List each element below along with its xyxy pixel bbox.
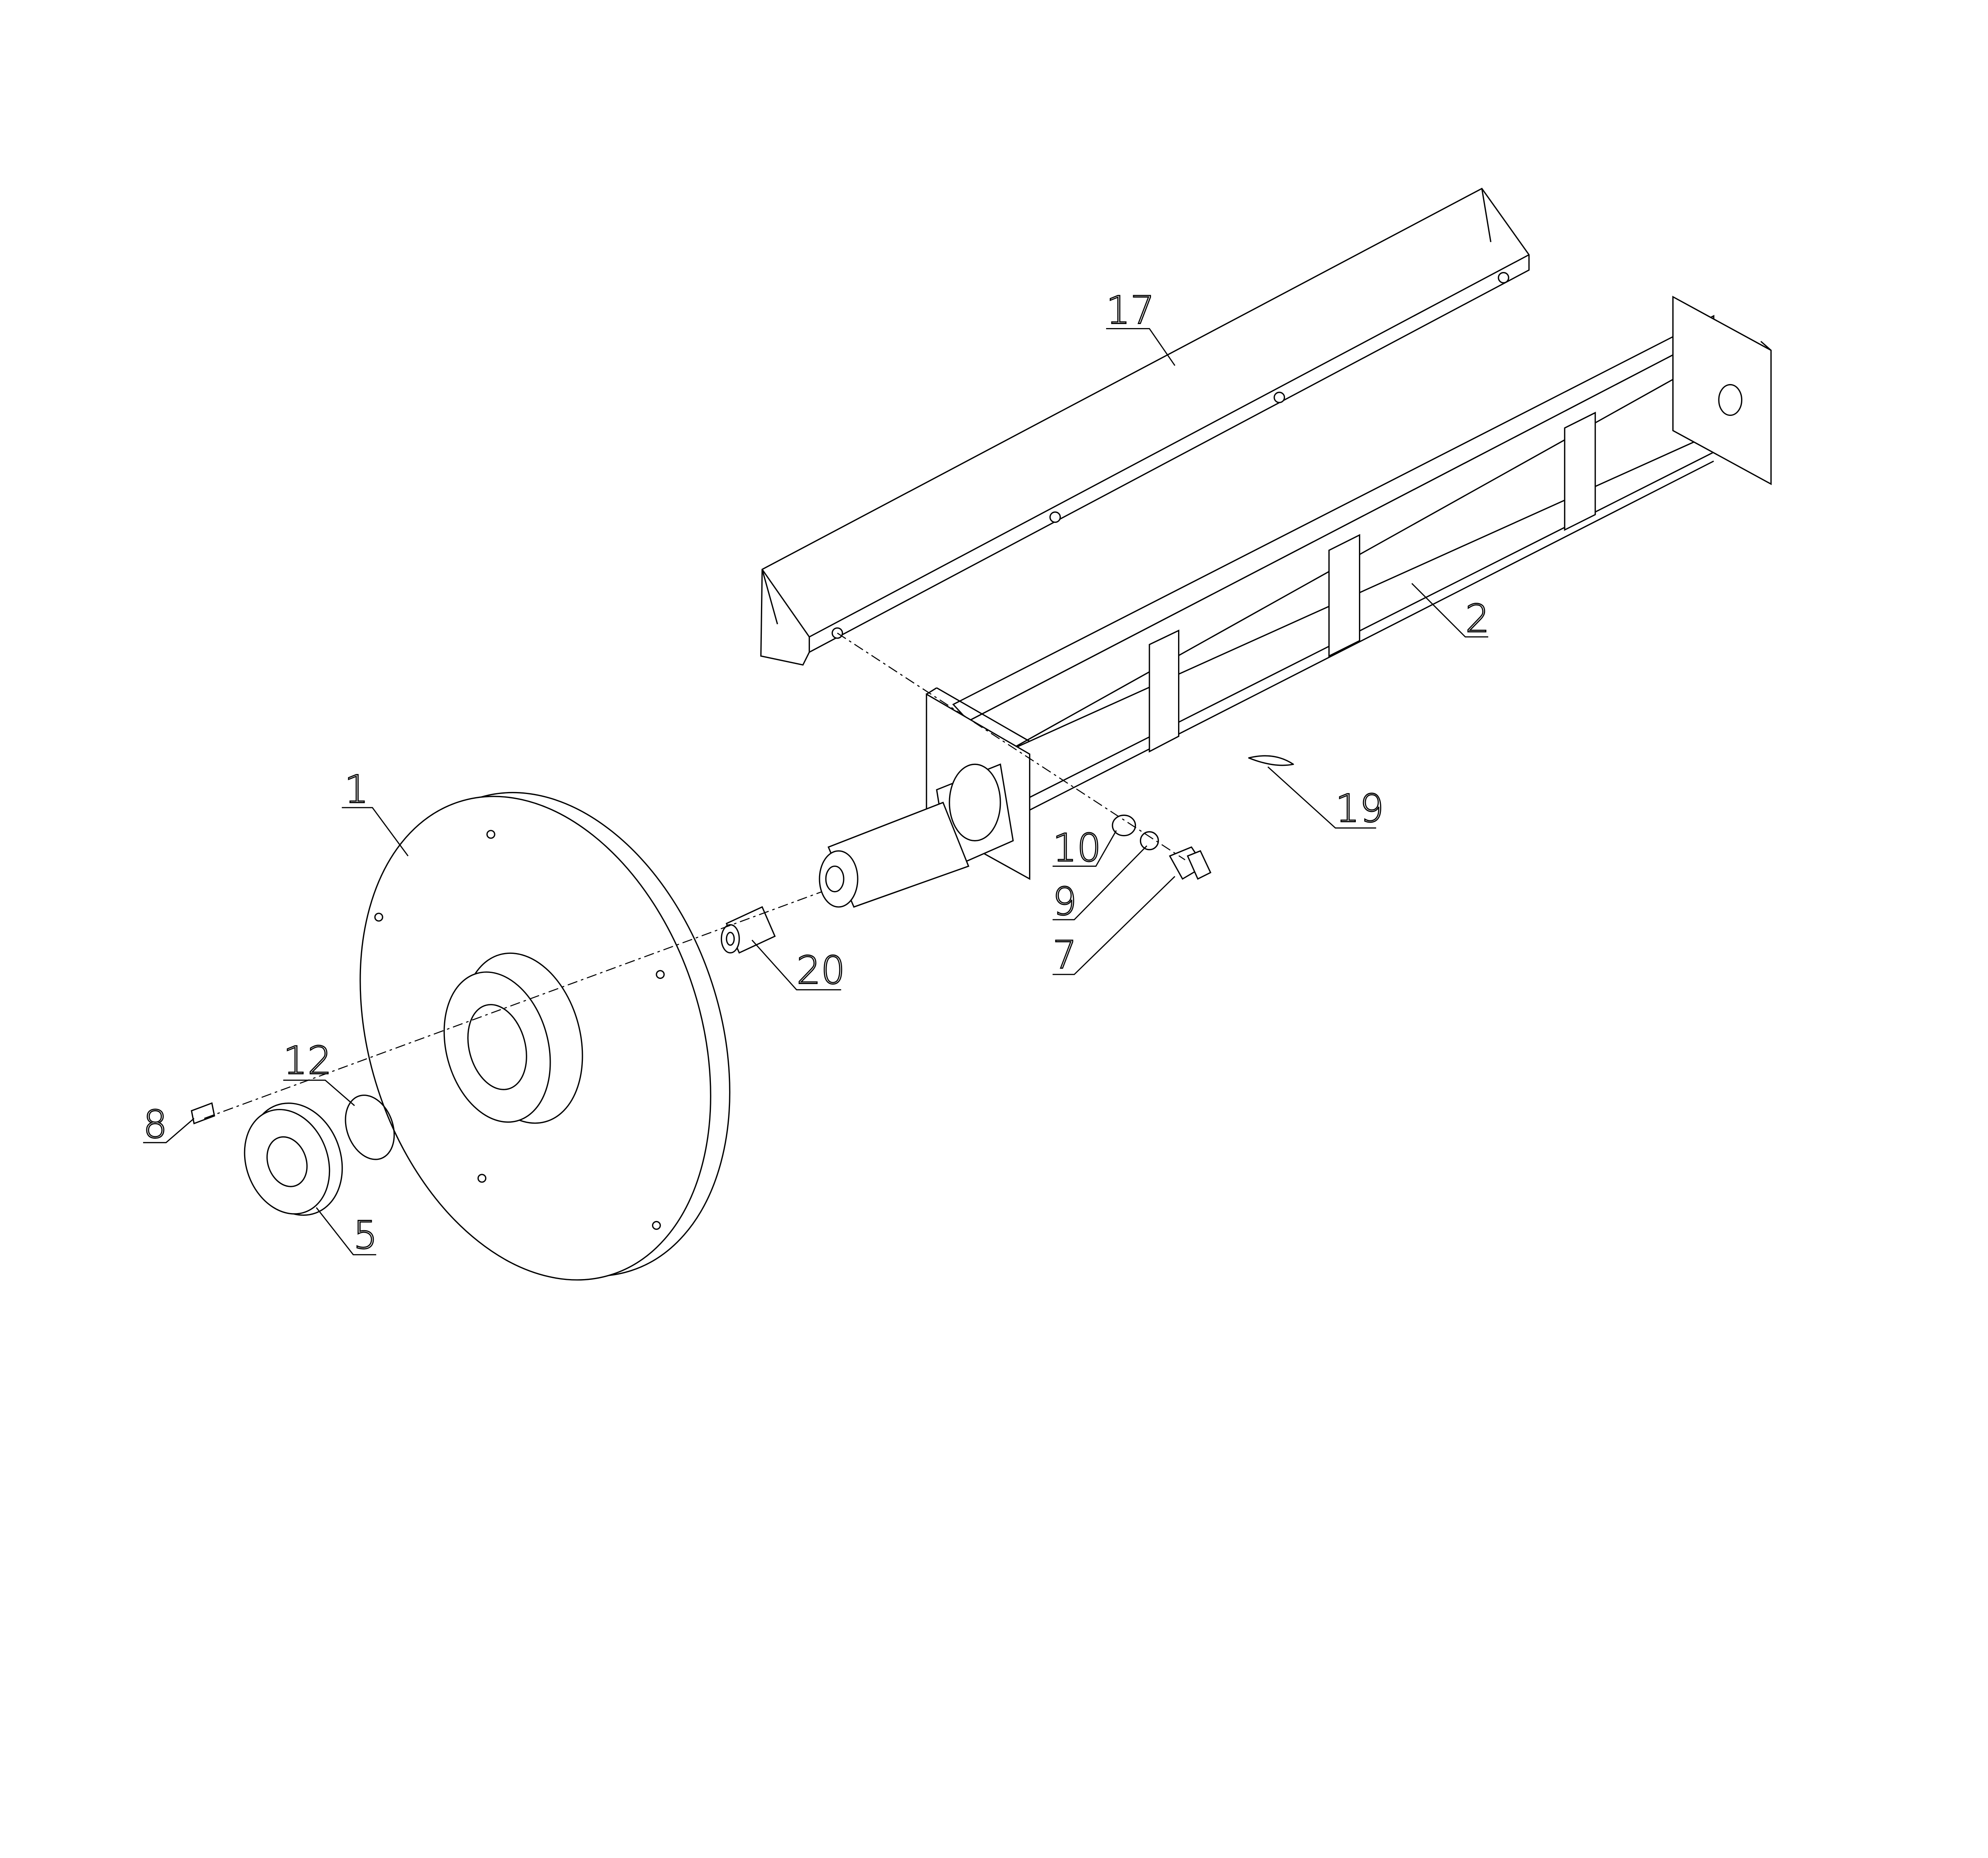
disk-part-1 xyxy=(359,792,730,1281)
pin-part-8 xyxy=(190,1102,215,1124)
callout-5-label: 5 xyxy=(353,1213,378,1258)
callout-9-label: 9 xyxy=(1052,879,1077,924)
callouts: 17 2 1 19 10 9 7 20 12 8 5 xyxy=(142,287,1490,1258)
washer-part-10 xyxy=(1112,814,1136,837)
callout-2-label: 2 xyxy=(1465,596,1489,641)
callout-8: 8 xyxy=(142,1101,194,1147)
callout-19: 19 xyxy=(1267,766,1384,831)
bushing-part-20 xyxy=(720,906,776,954)
callout-5: 5 xyxy=(316,1207,378,1258)
bolt-part-7 xyxy=(1169,846,1211,880)
callout-19-label: 19 xyxy=(1336,786,1384,831)
callout-17: 17 xyxy=(1105,287,1176,366)
callout-1: 1 xyxy=(342,767,409,856)
callout-2: 2 xyxy=(1411,583,1490,641)
lock-washer-part-9 xyxy=(1140,831,1159,850)
callout-12-label: 12 xyxy=(283,1039,332,1083)
callout-20-label: 20 xyxy=(796,948,845,992)
callout-9: 9 xyxy=(1052,845,1147,924)
callout-12: 12 xyxy=(283,1038,355,1106)
angle-bar-part-17 xyxy=(760,188,1530,666)
exploded-assembly-drawing: 17 2 1 19 10 9 7 20 12 8 5 xyxy=(142,188,1772,1281)
callout-1-label: 1 xyxy=(344,767,369,812)
callout-10: 10 xyxy=(1052,825,1117,871)
callout-20: 20 xyxy=(751,940,846,993)
callout-8-label: 8 xyxy=(143,1102,167,1147)
callout-7: 7 xyxy=(1052,876,1175,978)
collar-part-5 xyxy=(244,1102,343,1216)
shaft xyxy=(819,763,1014,908)
callout-10-label: 10 xyxy=(1052,826,1101,870)
callout-17-label: 17 xyxy=(1106,288,1155,333)
clip-part-19 xyxy=(1248,755,1294,766)
callout-7-label: 7 xyxy=(1052,933,1077,977)
circlip-part-12 xyxy=(345,1094,395,1160)
